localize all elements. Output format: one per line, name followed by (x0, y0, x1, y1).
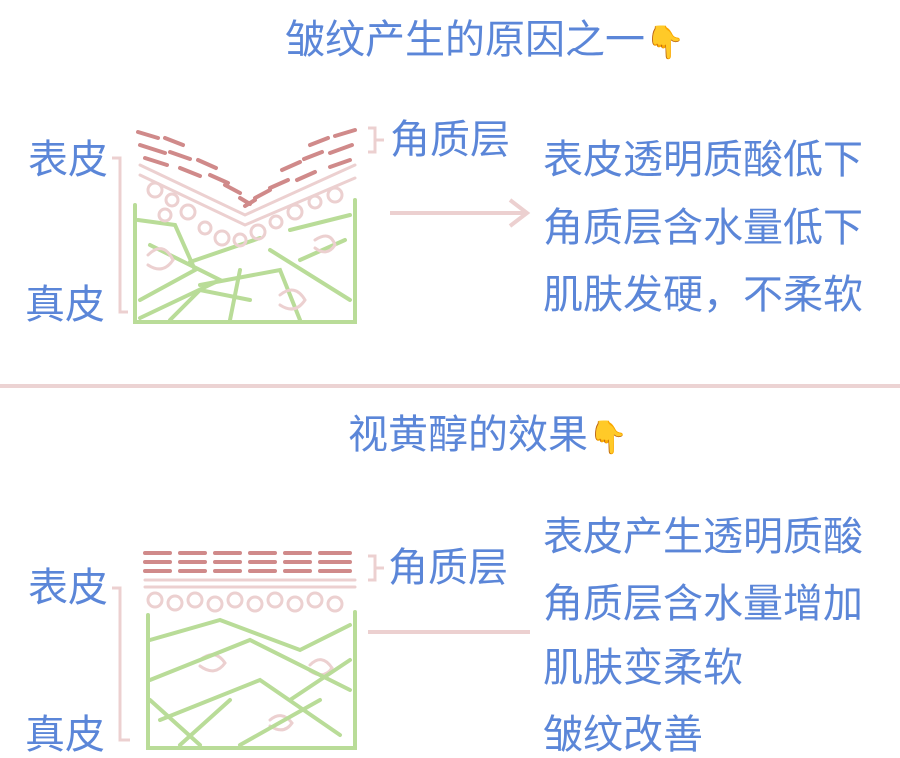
effect-line: 表皮产生透明质酸 (543, 514, 863, 560)
dermis-layer (133, 198, 357, 324)
effect-line: 角质层含水量增加 (543, 581, 863, 627)
effect-line: 肌肤变柔软 (543, 645, 743, 691)
label-epidermis: 表皮 (28, 565, 108, 611)
effect-line: 角质层含水量低下 (543, 205, 863, 251)
corneum-layer (136, 128, 357, 208)
label-dermis: 真皮 (25, 282, 105, 328)
label-epidermis: 表皮 (28, 137, 108, 183)
effect-line: 皱纹改善 (543, 712, 703, 758)
section1-title: 皱纹产生的原因之一👇 (285, 17, 685, 63)
corneum-layer (143, 551, 352, 573)
dermis-layer (146, 610, 357, 750)
layer-brackets (112, 126, 384, 742)
section2-title: 视黄醇的效果👇 (348, 412, 628, 458)
pointing-down-icon: 👇 (588, 418, 628, 456)
epidermis-layer (138, 163, 357, 311)
epidermis-layer (143, 578, 357, 732)
wrinkled-skin-diagram (133, 128, 357, 324)
smooth-skin-diagram (143, 551, 357, 750)
effect-line: 表皮透明质酸低下 (543, 137, 863, 183)
effect-line: 肌肤发硬，不柔软 (543, 272, 863, 318)
label-corneum: 角质层 (390, 117, 510, 163)
pointing-down-icon: 👇 (645, 23, 685, 61)
label-dermis: 真皮 (25, 712, 105, 758)
label-corneum: 角质层 (388, 545, 508, 591)
arrow-icon (390, 198, 531, 228)
